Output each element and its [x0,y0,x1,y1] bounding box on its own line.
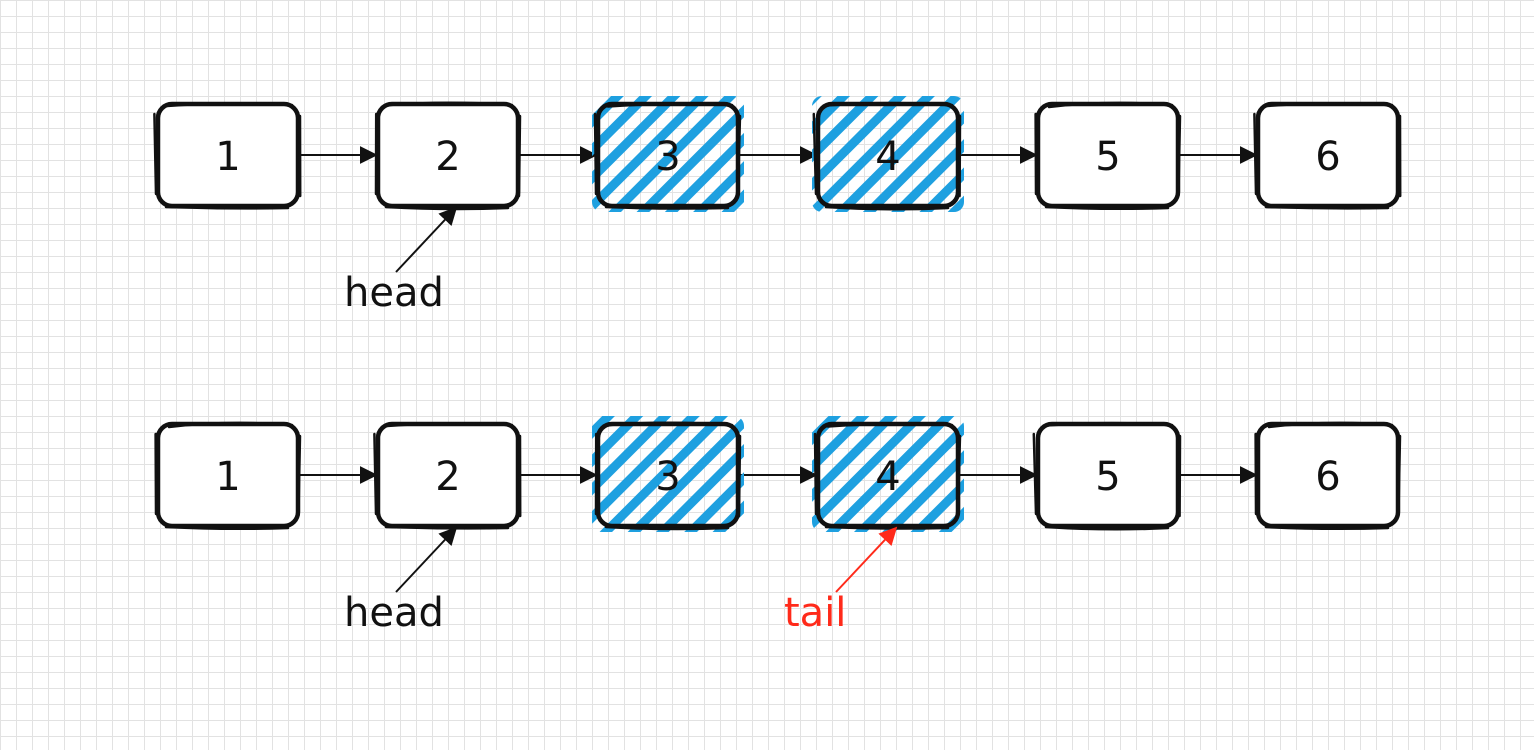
node-sketch-stroke [154,421,302,531]
node-fill [378,424,518,526]
node-value: 5 [1095,454,1120,500]
node-hatch-fill [592,96,744,212]
node-value: 4 [875,134,900,180]
node-value: 6 [1315,454,1340,500]
node-hatch-fill [812,416,964,532]
list-node: 5 [1034,101,1182,211]
list-node: 1 [153,101,302,210]
node-sketch-stroke [1253,102,1402,210]
head-pointer: head [344,206,458,316]
node-value: 6 [1315,134,1340,180]
node-value: 3 [655,454,680,500]
list-node: 4 [812,416,964,532]
list-node: 2 [374,101,522,211]
list-node: 2 [373,421,522,530]
node-sketch-stroke [813,422,962,530]
node-value: 1 [215,134,240,180]
node-fill [1258,104,1398,206]
node-value: 5 [1095,134,1120,180]
list-node: 4 [812,96,964,212]
node-sketch-stroke [1034,101,1182,211]
node-fill [378,104,518,206]
node-hatch-fill [592,416,744,532]
node-fill [158,424,298,526]
linked-list-row: 1 2 3 4 5 6 head [153,96,1402,316]
head-pointer-arrow [395,526,458,593]
head-pointer-arrow [395,206,458,273]
node-value: 2 [435,134,460,180]
node-fill [1258,424,1398,526]
node-value: 3 [655,134,680,180]
node-sketch-stroke [1254,421,1402,531]
tail-pointer: tail [784,526,898,636]
node-sketch-stroke [1032,421,1182,531]
tail-pointer-arrow [835,526,898,593]
list-node: 6 [1253,101,1402,210]
node-sketch-stroke [593,102,742,210]
node-sketch-stroke [153,102,302,210]
list-node: 5 [1032,421,1182,531]
node-sketch-stroke [594,421,742,531]
node-sketch-stroke [374,101,522,211]
head-pointer: head [344,526,458,636]
linked-list-row: 1 2 3 4 5 6 head tail [154,416,1402,636]
node-value: 2 [435,454,460,500]
node-fill [1038,424,1178,526]
node-hatch-fill [812,96,964,212]
head-pointer-label: head [344,270,444,316]
node-value: 4 [875,454,900,500]
list-node: 3 [592,96,744,212]
node-sketch-stroke [373,422,522,530]
node-fill [158,104,298,206]
node-value: 1 [215,454,240,500]
list-node: 3 [592,416,744,532]
node-sketch-stroke [812,101,962,211]
list-node: 6 [1254,421,1402,531]
node-fill [1038,104,1178,206]
head-pointer-label: head [344,590,444,636]
list-node: 1 [154,421,302,531]
tail-pointer-label: tail [784,590,846,636]
